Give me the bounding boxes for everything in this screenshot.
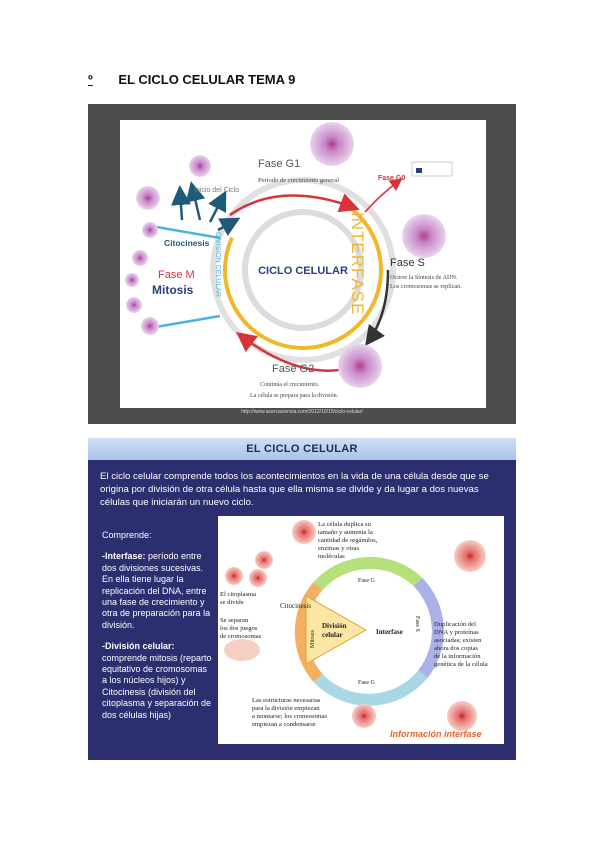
- note-top-1: La célula duplica su: [318, 521, 372, 528]
- figure-1-credit: http://www.acercaciencia.com/2012/10/15/…: [241, 409, 363, 415]
- note-citoplasma-1: El citoplasma: [220, 591, 256, 598]
- division-definition: comprende mitosis (reparto equitativo de…: [102, 652, 212, 720]
- cell-image: [454, 540, 486, 572]
- cell-image: [292, 520, 316, 544]
- mitosis-ring-label: Mitosis: [310, 629, 316, 648]
- s-title: Fase S: [390, 257, 425, 269]
- figure-2-header-text: EL CICLO CELULAR: [246, 443, 358, 455]
- note-top-5: moléculas: [318, 553, 345, 560]
- cell-cycle-diagram-2: La célula duplica su tamaño y aumenta la…: [218, 516, 504, 744]
- interfase-ring-label: Interfase: [376, 628, 403, 636]
- note-top-2: tamaño y aumenta la: [318, 529, 373, 536]
- cell-image: [126, 297, 142, 313]
- note-right-5: de la información: [434, 653, 481, 660]
- division-label-1: División: [322, 622, 347, 630]
- note-bottom-1: Las estructuras necesarias: [252, 697, 321, 704]
- cell-cycle-diagram-1: CICLO CELULAR Fase G1 Período de crecimi…: [125, 122, 462, 399]
- cell-cycle-figure-1: CICLO CELULAR Fase G1 Período de crecimi…: [88, 104, 516, 424]
- inicio-label: Inicio del Ciclo: [194, 187, 239, 194]
- division-celular-label: DIVISIÓN CELULAR: [214, 232, 223, 297]
- fase-g1-label: Fase G: [358, 578, 375, 584]
- cycle-center-label: CICLO CELULAR: [258, 265, 348, 277]
- cell-image: [136, 186, 160, 210]
- cycle-ring-diagram: La célula duplica su tamaño y aumenta la…: [220, 520, 488, 731]
- fase-s-label: Fase S: [414, 616, 420, 632]
- cell-cycle-slide: CICLO CELULAR Fase G1 Período de crecimi…: [120, 120, 486, 408]
- fase-m-label: Fase M: [158, 269, 195, 281]
- note-top-3: cantidad de orgánulos,: [318, 537, 378, 544]
- division-term: -División celular:: [102, 641, 175, 652]
- info-interfase-link[interactable]: Información interfase: [390, 729, 482, 739]
- document-heading: º EL CICLO CELULAR TEMA 9: [88, 72, 295, 87]
- note-bottom-4: empiezan a condensarse: [252, 721, 316, 728]
- citocinesis-ring-label: Citocinesis: [280, 602, 311, 610]
- division-paragraph: -División celular: comprende mitosis (re…: [102, 641, 214, 721]
- g1-title: Fase G1: [258, 158, 300, 170]
- figure-2-left-text: Comprende: -Interfase: período entre dos…: [102, 530, 214, 731]
- note-bottom-3: a montarse; los cromosomas: [252, 713, 327, 720]
- g2-desc-1: Continúa el crecimiento.: [260, 382, 320, 388]
- comprende-label: Comprende:: [102, 530, 152, 540]
- note-right-2: DNA y proteínas: [434, 629, 479, 636]
- figure-2-intro: El ciclo celular comprende todos los aco…: [100, 471, 489, 508]
- heading-number: º: [88, 72, 93, 87]
- note-top-4: enzimas y otras: [318, 545, 359, 552]
- note-separan-2: los dos juegos: [220, 625, 258, 632]
- cell-image: [249, 569, 267, 587]
- cell-image: [255, 551, 273, 569]
- arrow-s: [365, 269, 390, 347]
- cell-image: [189, 155, 211, 177]
- figure-2-header: EL CICLO CELULAR: [88, 438, 516, 460]
- s-desc-1: Ocurre la Síntesis de ADN.: [390, 274, 458, 281]
- g2-title: Fase G2: [272, 363, 314, 375]
- cell-image: [402, 214, 446, 258]
- g1-desc: Período de crecimiento general: [258, 177, 339, 184]
- note-bottom-2: para la división empiezan: [252, 705, 320, 712]
- cell-image: [352, 704, 376, 728]
- g2-desc-2: La célula se prepara para la división.: [250, 393, 339, 399]
- note-separan-1: Se separan: [220, 617, 249, 624]
- note-separan-3: de cromosomas: [220, 633, 262, 640]
- mitosis-label: Mitosis: [152, 283, 194, 297]
- interfase-definition: período entre dos divisiones sucesivas. …: [102, 551, 211, 630]
- s-desc-2: Los cromosomas se replican.: [390, 283, 462, 290]
- note-right-3: asociadas; existen: [434, 637, 482, 644]
- cell-image: [142, 222, 158, 238]
- cell-image: [225, 567, 243, 585]
- cell-image: [132, 250, 148, 266]
- cell-cycle-figure-2: EL CICLO CELULAR El ciclo celular compre…: [88, 438, 516, 760]
- cell-image: [447, 701, 477, 731]
- note-right-6: genética de la célula: [434, 661, 488, 668]
- citocinesis-label: Citocinesis: [164, 238, 210, 248]
- interfase-term: -Interfase:: [102, 551, 146, 562]
- arrow-g1: [229, 193, 360, 217]
- division-triangle: [305, 595, 368, 665]
- cell-image: [338, 344, 382, 388]
- division-label-2: celular: [322, 631, 343, 639]
- g0-title: Fase G0: [378, 175, 405, 182]
- arrow-g0: [364, 178, 403, 213]
- cell-image: [141, 317, 159, 335]
- note-right-1: Duplicación del: [434, 621, 476, 628]
- cell-image: [224, 639, 260, 661]
- note-citoplasma-2: se divide: [220, 599, 244, 606]
- fase-g2-label: Fase G: [358, 680, 375, 686]
- note-right-4: ahora dos copias: [434, 645, 478, 652]
- cell-image: [310, 122, 354, 166]
- interfase-paragraph: -Interfase: período entre dos divisiones…: [102, 551, 214, 631]
- interfase-label: INTERFASE: [348, 212, 367, 315]
- heading-title: EL CICLO CELULAR TEMA 9: [118, 72, 296, 87]
- cell-image: [125, 273, 139, 287]
